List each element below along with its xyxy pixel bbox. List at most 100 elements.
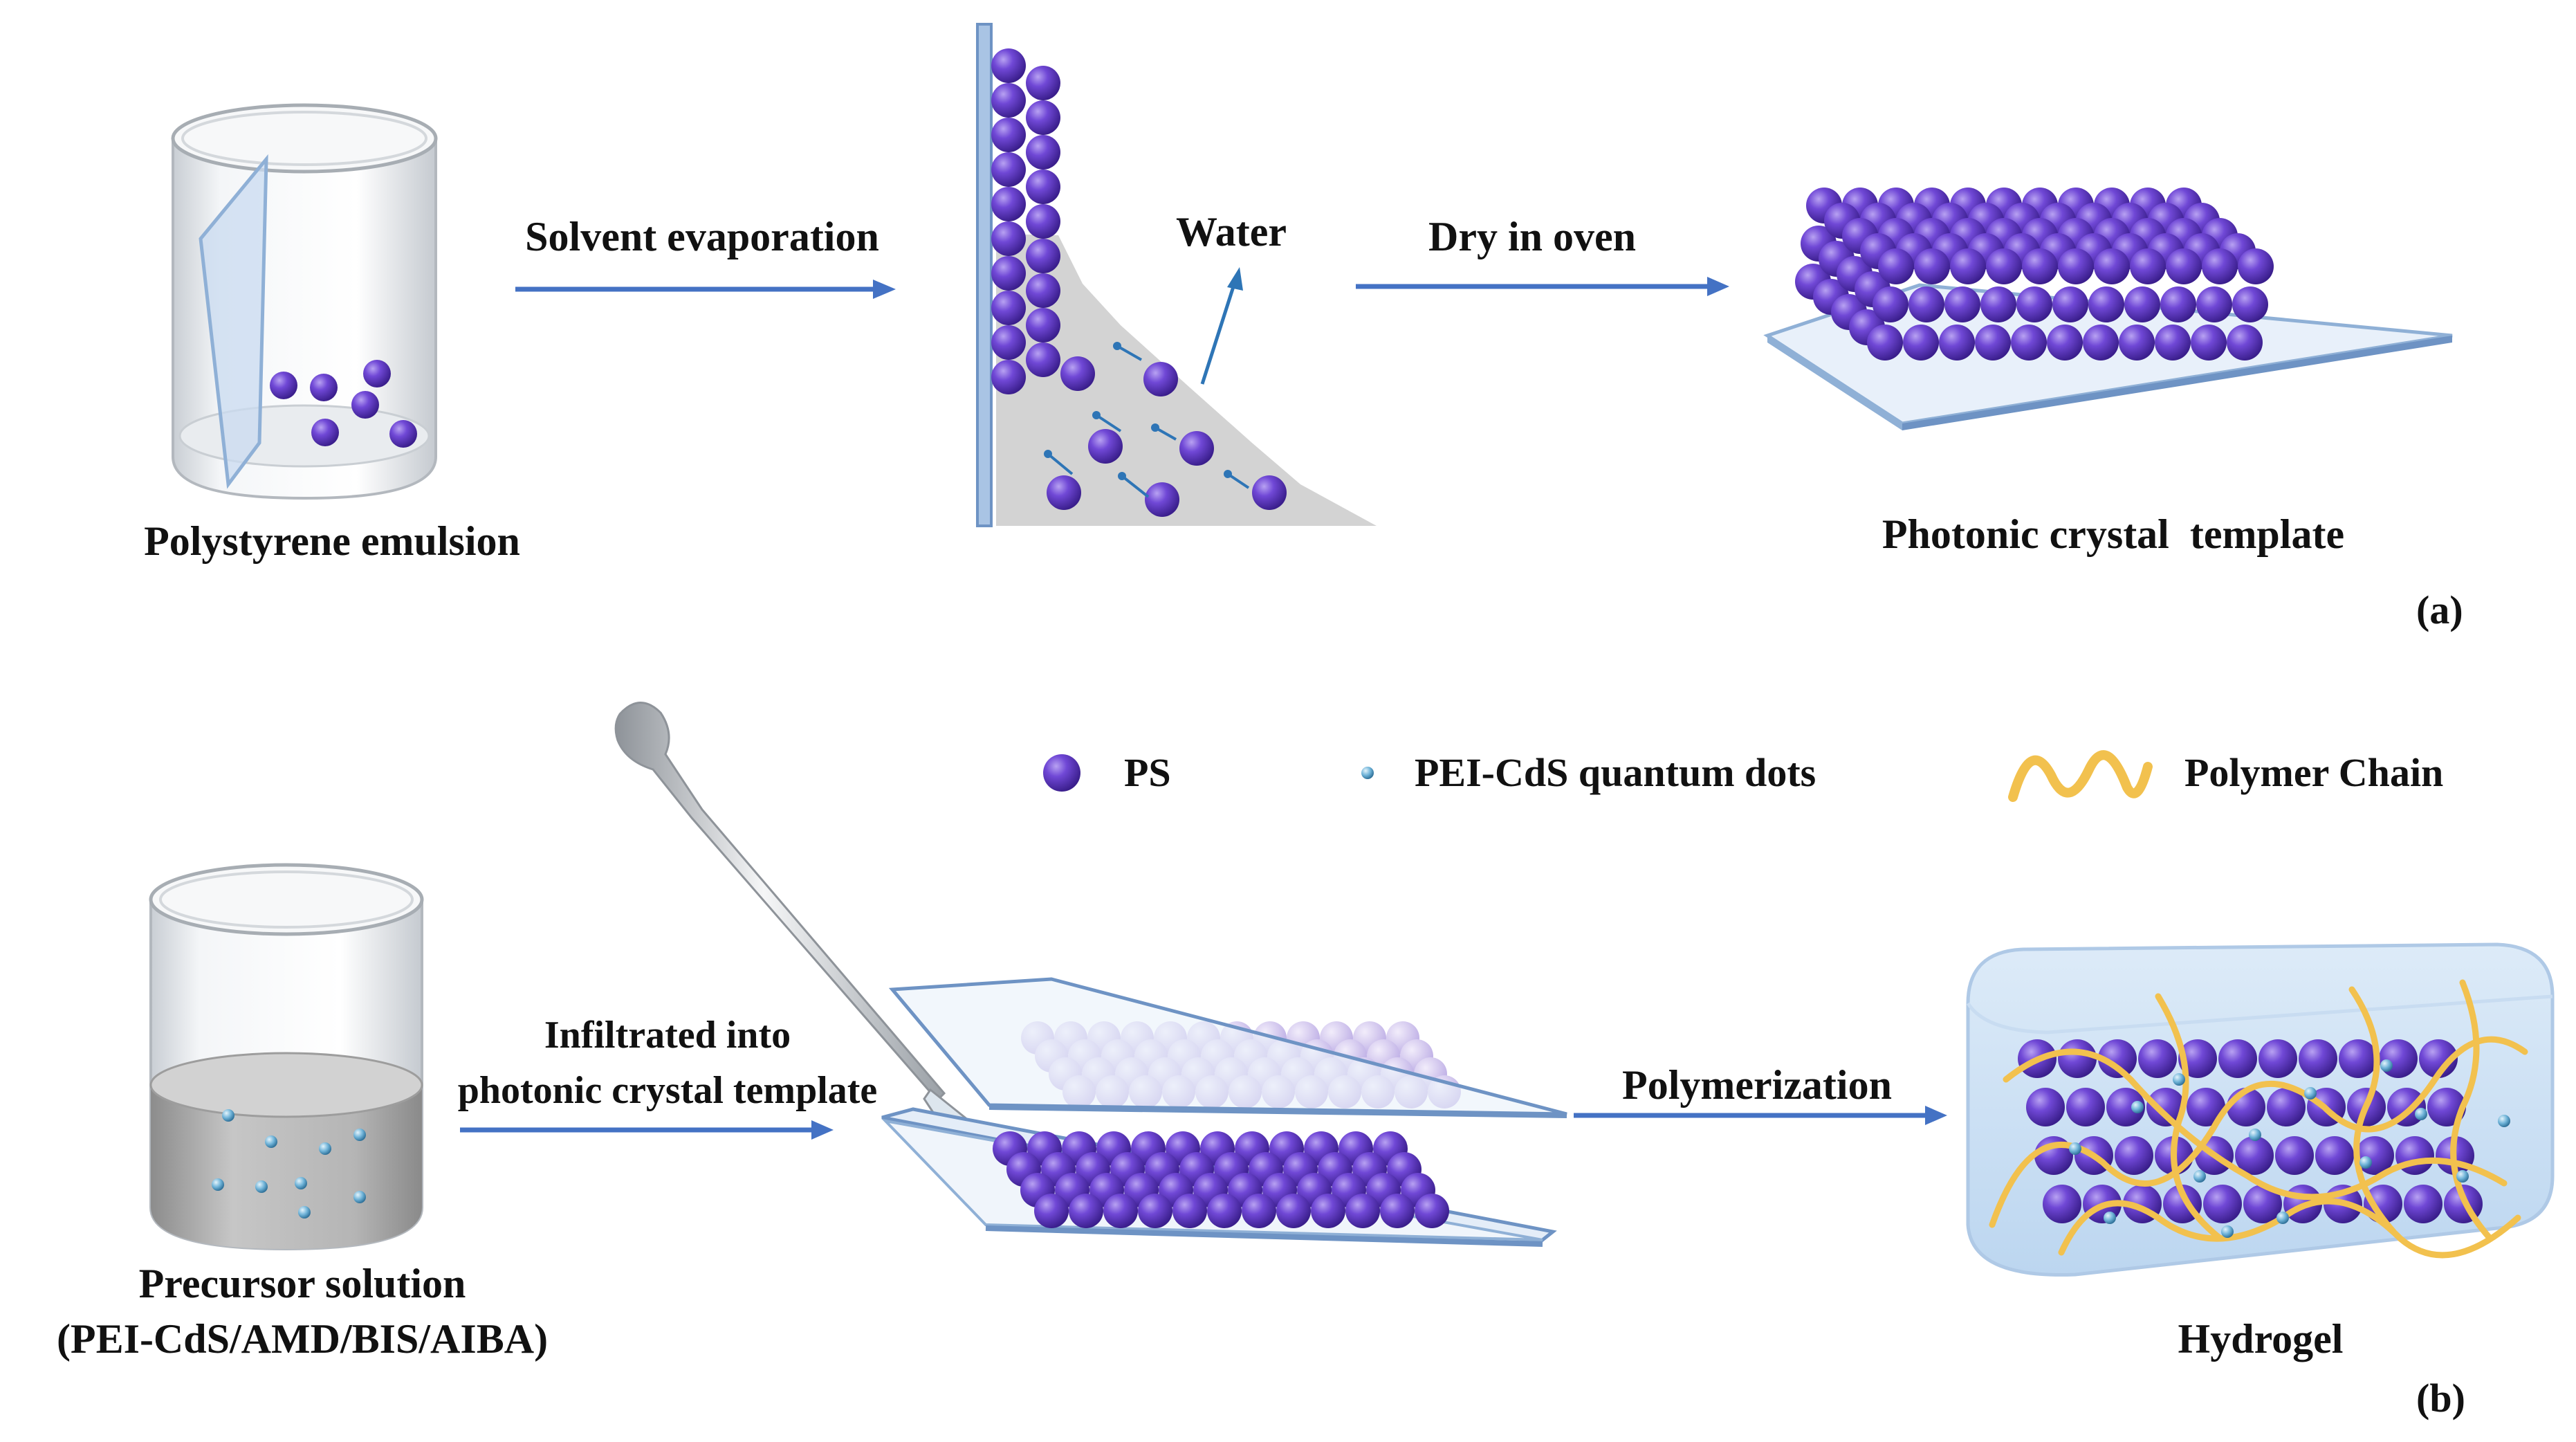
ps-sphere (1975, 325, 2011, 360)
ps-sphere (2218, 1039, 2257, 1078)
label-hydrogel: Hydrogel (2178, 1316, 2344, 1362)
ps-sphere (1069, 1194, 1103, 1228)
flow-arrow-head (1044, 450, 1052, 458)
ps-sphere (1179, 431, 1214, 466)
ps-sphere (991, 291, 1026, 325)
ps-sphere (270, 372, 297, 399)
flow-arrow (1226, 473, 1250, 489)
particle-flow-arrows (1044, 342, 1250, 498)
quantum-dot (255, 1180, 268, 1193)
quantum-dot (2415, 1108, 2427, 1120)
ps-sphere (1026, 239, 1060, 273)
ps-sphere (1939, 325, 1975, 360)
quantum-dot (2249, 1129, 2261, 1141)
ps-sphere (1088, 429, 1123, 464)
ps-sphere (991, 152, 1026, 187)
hydrogel (1966, 942, 2555, 1277)
flow-arrow (1047, 453, 1074, 475)
label-solvent-evaporation: Solvent evaporation (525, 214, 879, 259)
ps-sphere (2115, 1136, 2153, 1175)
flow-arrow-head (1224, 470, 1232, 478)
beaker-precursor (149, 863, 424, 1251)
substrate-glass (976, 23, 993, 527)
ps-sphere (2196, 286, 2232, 322)
ps-sphere (1060, 356, 1095, 391)
ps-sphere (2299, 1039, 2337, 1078)
ps-sphere (2202, 248, 2238, 284)
ps-sphere (2203, 1185, 2242, 1223)
quantum-dot (319, 1142, 331, 1155)
quantum-dot (2104, 1212, 2116, 1224)
hydrogel-quantum-dots (2069, 1059, 2510, 1238)
ps-sphere (2094, 248, 2130, 284)
quantum-dot (2380, 1059, 2393, 1072)
ps-sphere (2011, 325, 2047, 360)
ps-sphere (351, 391, 379, 419)
ps-sphere (1103, 1194, 1138, 1228)
ps-sphere (1047, 475, 1081, 510)
quantum-dot (353, 1129, 366, 1141)
ps-sphere (2379, 1039, 2418, 1078)
ps-sphere (2315, 1136, 2354, 1175)
ps-sphere (1034, 1194, 1069, 1228)
ps-sphere (2155, 325, 2191, 360)
crystal-sphere-lattice (1795, 188, 2274, 360)
ps-sphere (1026, 66, 1060, 100)
arrow-dry-in-oven (1356, 277, 1729, 296)
ps-sphere (1252, 475, 1287, 510)
ps-sphere (2146, 1088, 2185, 1126)
ps-sphere (1380, 1194, 1415, 1228)
ps-sphere (991, 118, 1026, 152)
panel-tag-a: (a) (2416, 587, 2463, 632)
ps-sphere (2058, 248, 2094, 284)
ps-sphere (991, 187, 1026, 221)
arrow-polymerization (1574, 1106, 1947, 1125)
ps-sphere (1914, 248, 1950, 284)
flow-arrow-head (1118, 472, 1126, 480)
ps-sphere (2106, 1088, 2145, 1126)
arrow-infiltrated (460, 1120, 834, 1140)
ps-sphere (2166, 248, 2202, 284)
ps-sphere (2238, 248, 2274, 284)
ps-sphere (1908, 286, 1944, 322)
ps-sphere (2227, 325, 2263, 360)
legend-polymer-chain-icon (2008, 750, 2153, 802)
ps-sphere (363, 360, 391, 387)
ps-sphere (991, 48, 1026, 83)
ps-sphere (2058, 1039, 2097, 1078)
quantum-dot (295, 1177, 307, 1189)
evaporation-diagram (976, 23, 1377, 527)
ps-sphere (991, 221, 1026, 256)
quantum-dot (2193, 1170, 2206, 1183)
ps-sphere (1143, 362, 1178, 396)
ps-sphere (1026, 204, 1060, 239)
evaporation-ps-spheres (991, 48, 1287, 517)
beaker-ps-spheres (270, 360, 417, 448)
ps-sphere (991, 360, 1026, 394)
ps-sphere (310, 374, 338, 401)
quantum-dot (2359, 1156, 2372, 1169)
ps-sphere (1026, 100, 1060, 135)
quantum-dot (265, 1135, 277, 1148)
ps-sphere (1986, 248, 2022, 284)
legend-polymer-chain-label: Polymer Chain (2184, 750, 2444, 795)
ps-sphere (311, 419, 339, 446)
ps-sphere (991, 83, 1026, 118)
ps-sphere (2187, 1088, 2225, 1126)
panel-tag-b: (b) (2416, 1376, 2465, 1421)
label-infiltrated-line2: photonic crystal template (457, 1069, 878, 1112)
flow-arrow-head (1151, 423, 1159, 432)
ps-sphere (2232, 286, 2268, 322)
legend-ps-icon (1043, 754, 1080, 792)
precursor-quantum-dots (212, 1109, 366, 1219)
ps-sphere (1145, 482, 1179, 517)
flow-arrow (1116, 345, 1142, 361)
ps-sphere (389, 420, 417, 448)
label-polymerization: Polymerization (1622, 1062, 1892, 1108)
ps-sphere (1903, 325, 1939, 360)
label-infiltrated-line1: Infiltrated into (544, 1014, 791, 1057)
ps-sphere (2047, 325, 2083, 360)
ps-sphere (2066, 1088, 2105, 1126)
label-photonic-crystal-template: Photonic crystal template (1882, 511, 2345, 557)
legend (1043, 750, 2153, 802)
